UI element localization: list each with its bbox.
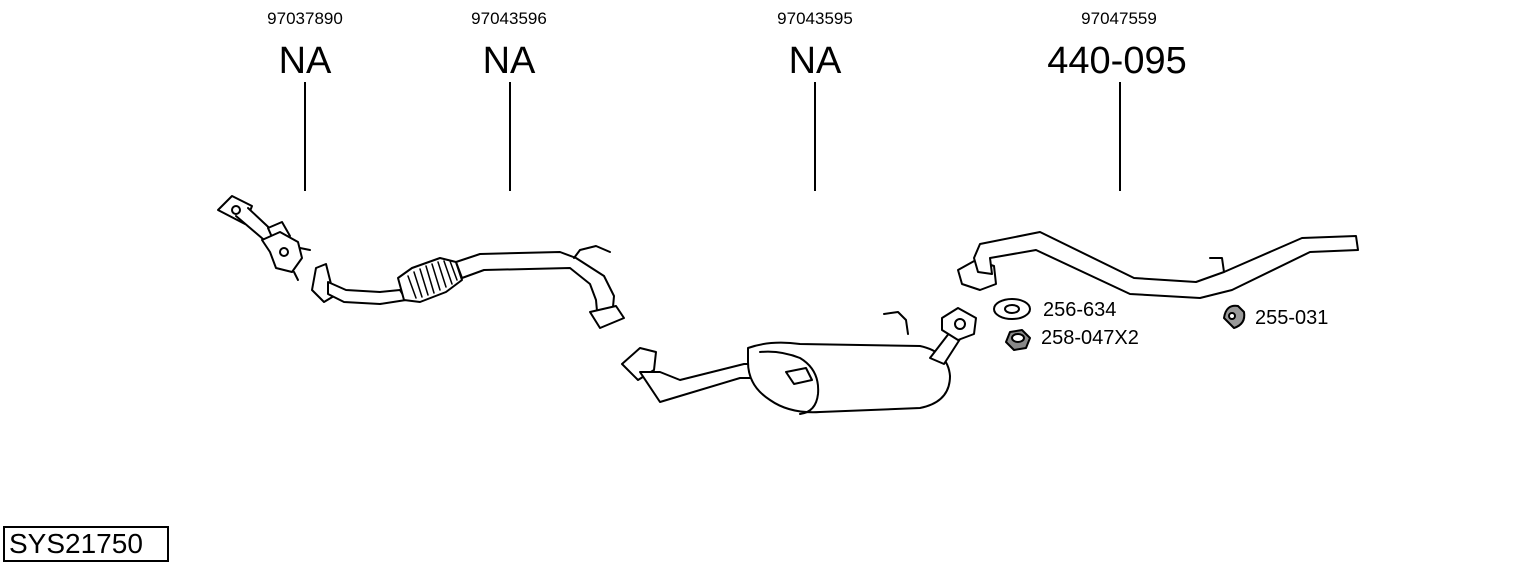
muffler-drawing xyxy=(621,307,977,415)
tail-pipe-drawing xyxy=(957,231,1359,299)
accessory-mount-label: 255-031 xyxy=(1255,307,1329,329)
leader-line-3 xyxy=(814,82,816,191)
leader-line-2 xyxy=(509,82,511,191)
part-number-4: 440-095 xyxy=(1047,40,1187,82)
oem-number-1: 97037890 xyxy=(267,9,343,28)
system-id-box: SYS21750 xyxy=(3,526,169,562)
nut-icon xyxy=(1005,329,1031,351)
oem-number-4: 97047559 xyxy=(1081,9,1157,28)
leader-line-1 xyxy=(304,82,306,191)
part-number-3: NA xyxy=(788,40,842,82)
part-number-1: NA xyxy=(278,40,332,82)
oem-number-2: 97043596 xyxy=(471,9,547,28)
gasket-icon xyxy=(993,298,1031,320)
accessory-nut-label: 258-047X2 xyxy=(1041,327,1139,349)
front-pipe-drawing xyxy=(217,195,311,281)
leader-line-4 xyxy=(1119,82,1121,191)
accessory-gasket-label: 256-634 xyxy=(1043,299,1117,321)
oem-number-3: 97043595 xyxy=(777,9,853,28)
rubber-mount-icon xyxy=(1223,304,1246,329)
part-number-2: NA xyxy=(482,40,536,82)
flex-pipe-drawing xyxy=(311,245,625,329)
